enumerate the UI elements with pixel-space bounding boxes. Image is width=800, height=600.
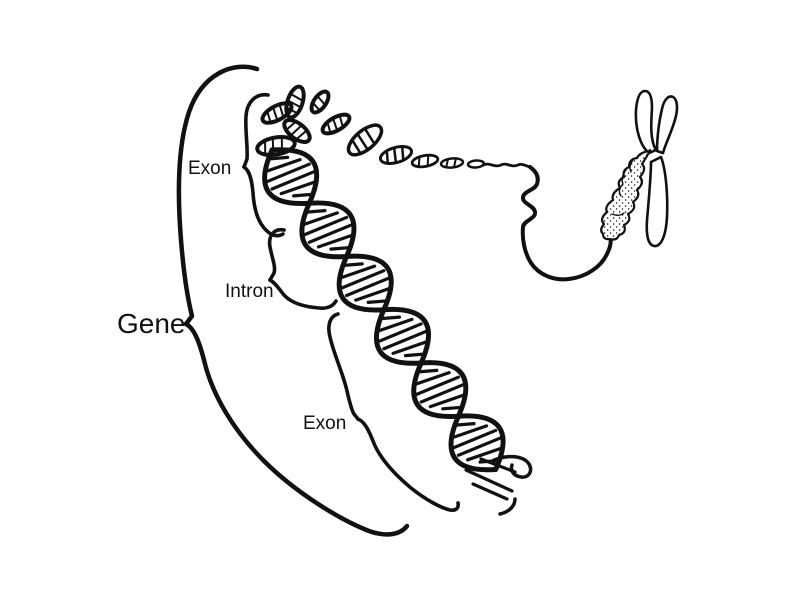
gene-brace — [176, 64, 410, 537]
chromosome-arm-upper-left — [634, 89, 658, 155]
exon-top-label: Exon — [188, 158, 231, 179]
unwinding-coils — [346, 123, 532, 169]
exon-top-brace — [242, 92, 285, 238]
chromosome — [634, 89, 679, 248]
gene-label: Gene — [117, 308, 186, 339]
linker-strand — [520, 165, 613, 282]
chromosome-arm-lower-right — [645, 155, 669, 248]
dna-supercoil — [255, 84, 352, 157]
dna-open-end — [464, 454, 533, 516]
chromatin-fiber — [600, 148, 652, 241]
exon-bottom-label: Exon — [303, 413, 346, 434]
dna-helix — [262, 147, 506, 473]
intron-brace — [267, 227, 338, 310]
chromosome-arm-upper-right — [655, 95, 679, 155]
exon-bottom-brace — [327, 312, 460, 512]
intron-label: Intron — [225, 281, 274, 302]
